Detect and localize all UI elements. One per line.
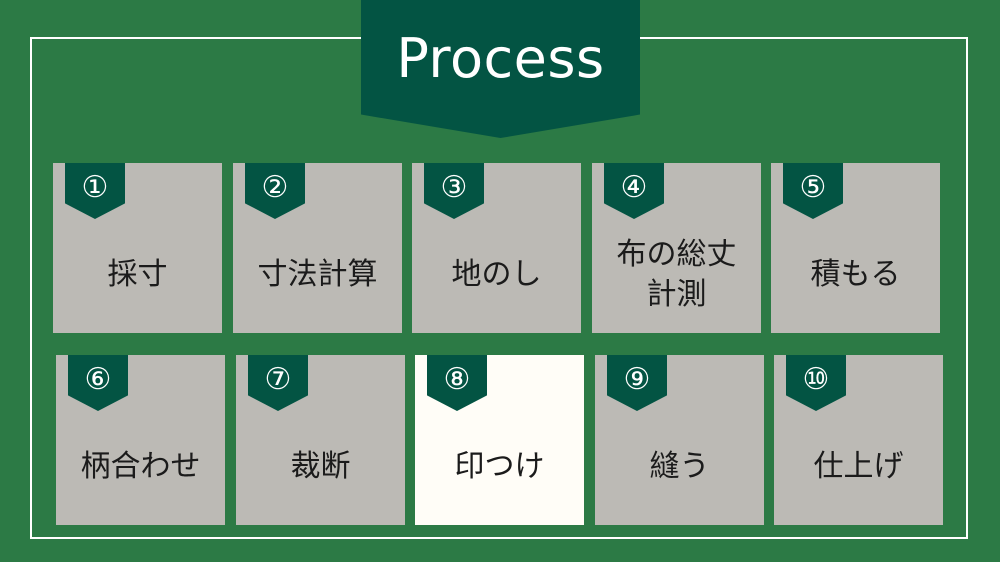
step-label: 寸法計算 [257,257,378,292]
step-label: 採寸 [107,257,168,292]
step-number: ③ [440,170,468,205]
step-card-4[interactable]: ④ 布の総丈 計測 [592,163,761,333]
step-label: 積もる [810,257,901,292]
step-card-6[interactable]: ⑥ 柄合わせ [56,355,225,525]
step-number: ⑦ [264,362,292,397]
step-card-8[interactable]: ⑧ 印つけ [415,355,584,525]
step-number: ① [81,170,109,205]
title-banner [361,0,640,138]
step-card-3[interactable]: ③ 地のし [412,163,581,333]
step-card-10[interactable]: ⑩ 仕上げ [774,355,943,525]
step-label: 地のし [451,257,542,292]
step-card-2[interactable]: ② 寸法計算 [233,163,402,333]
step-label: 裁断 [290,449,351,484]
step-card-1[interactable]: ① 採寸 [53,163,222,333]
step-card-5[interactable]: ⑤ 積もる [771,163,940,333]
page-title: Process [396,27,605,90]
step-label: 縫う [649,449,710,484]
step-label: 柄合わせ [80,449,201,484]
step-number: ⑤ [799,170,827,205]
step-card-9[interactable]: ⑨ 縫う [595,355,764,525]
step-card-7[interactable]: ⑦ 裁断 [236,355,405,525]
step-number: ④ [620,170,648,205]
step-label: 仕上げ [813,449,904,484]
step-label: 布の総丈 計測 [616,237,737,312]
step-number: ⑨ [623,362,651,397]
step-label: 印つけ [454,449,545,484]
step-number: ② [261,170,289,205]
step-number: ⑥ [84,362,112,397]
step-number: ⑧ [443,362,471,397]
step-number: ⑩ [802,362,830,397]
